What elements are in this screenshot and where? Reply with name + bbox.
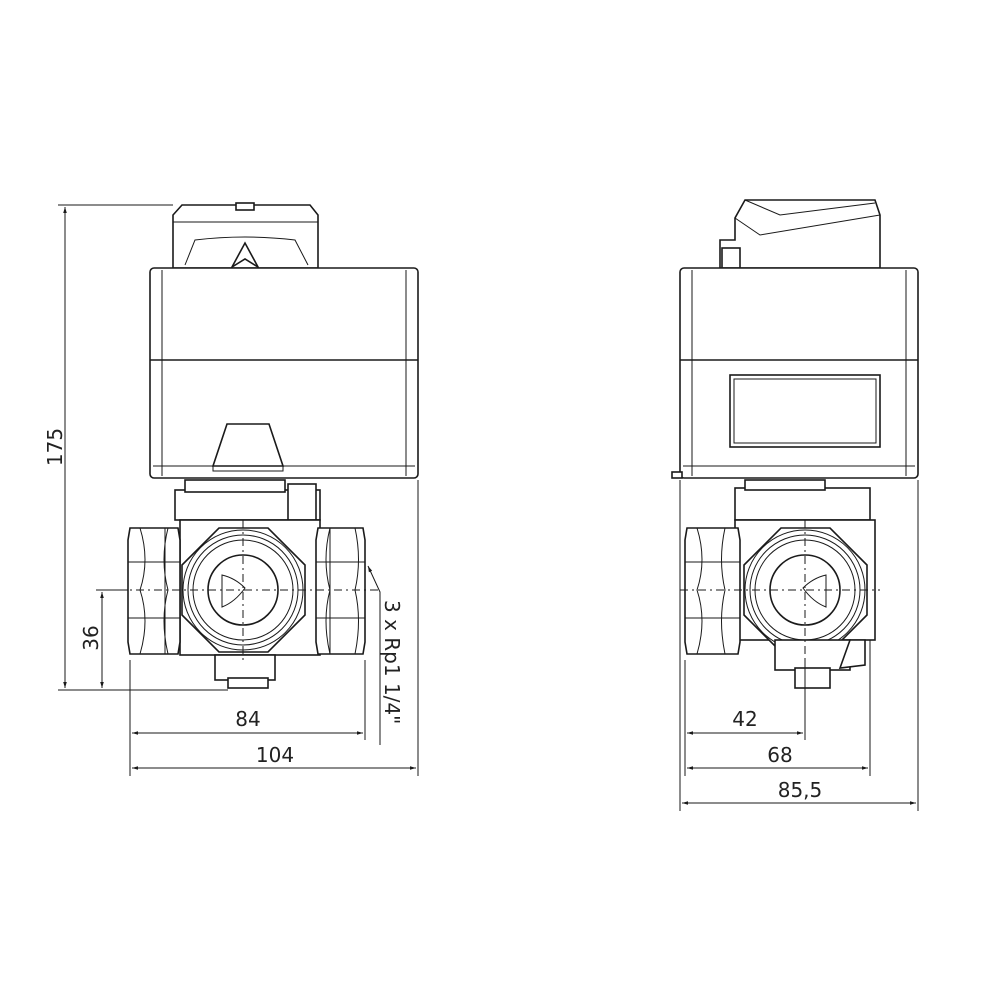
side-view-dimensions [679, 480, 919, 811]
dim-offset-42: 42 [732, 707, 757, 731]
dim-depth-85-5: 85,5 [778, 778, 823, 802]
dim-depth-68: 68 [767, 743, 792, 767]
dim-height-175: 175 [43, 428, 67, 466]
side-view-actuator [671, 199, 919, 479]
side-view-valve-body [680, 479, 880, 689]
front-view-valve-body [100, 479, 380, 689]
front-view-actuator [149, 202, 419, 479]
dim-ports-84: 84 [235, 707, 260, 731]
dim-axis-36: 36 [79, 625, 103, 650]
thread-note: 3 x Rp1 1/4" [380, 600, 404, 724]
dim-width-104: 104 [256, 743, 294, 767]
front-view-dimensions [58, 204, 419, 776]
